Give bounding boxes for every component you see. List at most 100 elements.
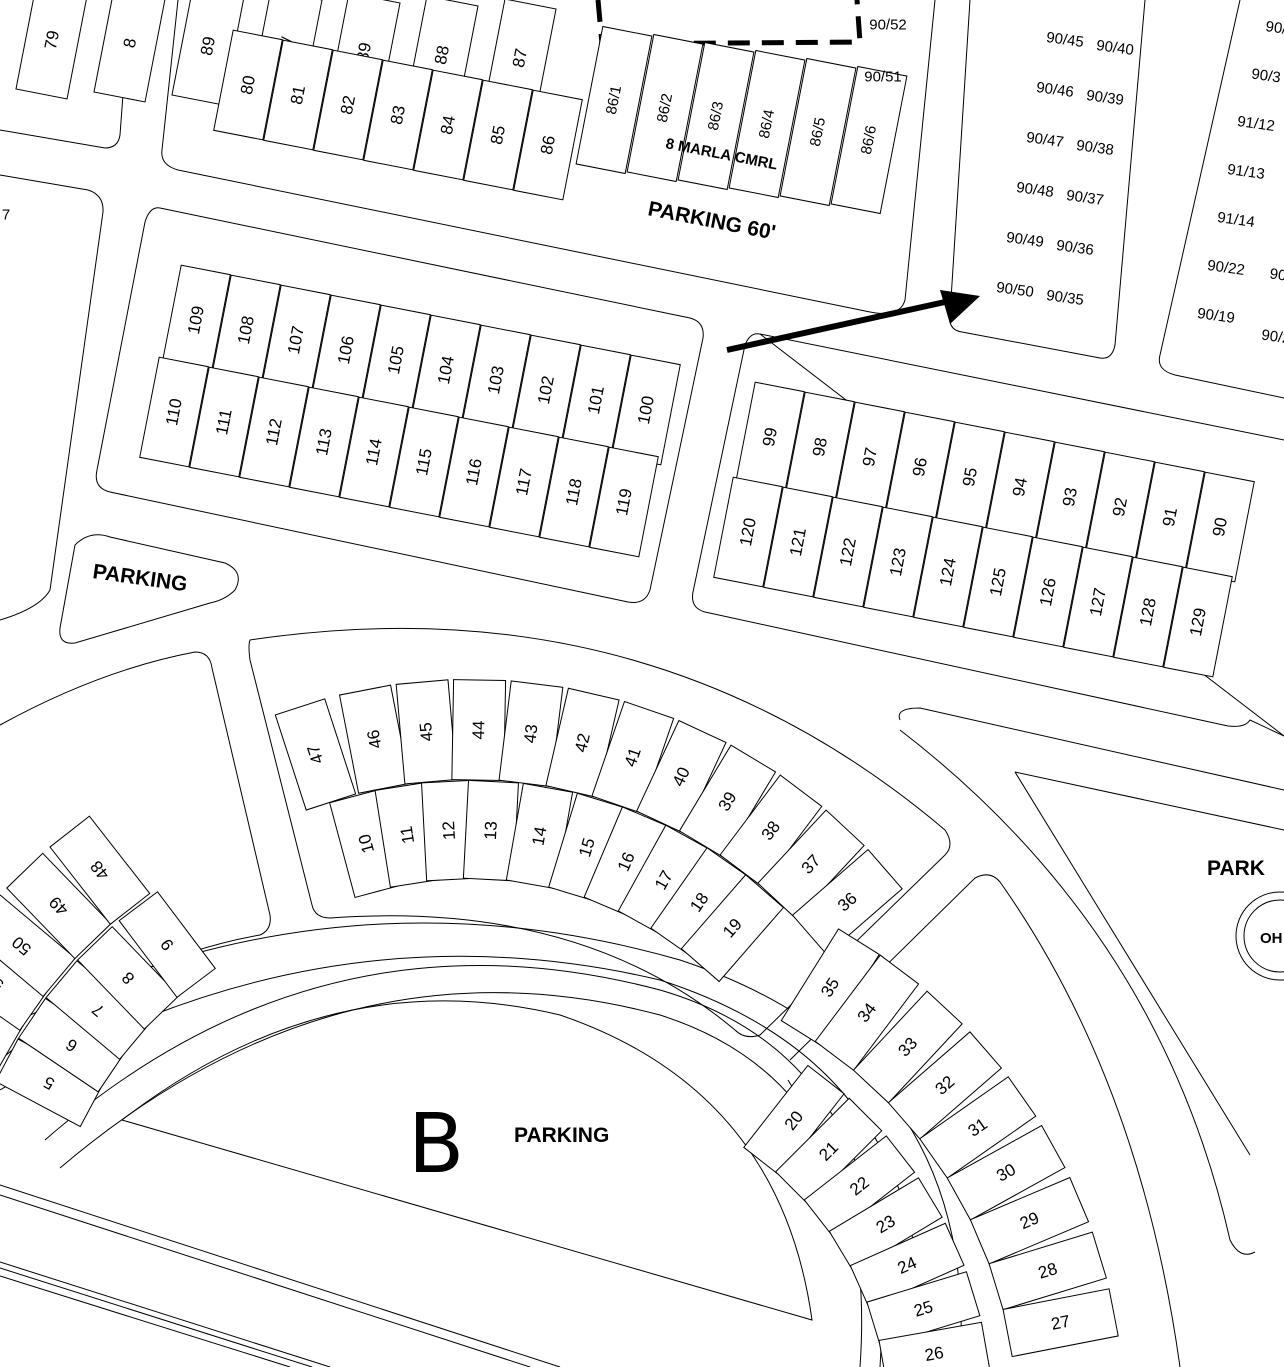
plot-number: 82 <box>337 94 359 116</box>
plot: 29 <box>969 1176 1090 1265</box>
plot: 81 <box>263 39 333 151</box>
plot-outline <box>189 366 259 478</box>
highlighted-plot-outline <box>595 0 863 47</box>
plot-number: 90/47 <box>1025 129 1065 151</box>
plot-number: 96 <box>909 456 931 478</box>
plot-number: 90/39 <box>1085 87 1125 109</box>
plot-outline <box>1113 556 1183 668</box>
plot-number: 110 <box>162 397 186 427</box>
plot-outline <box>988 1231 1107 1311</box>
plot-number: 25 <box>912 1297 936 1321</box>
plot-number: 10 <box>355 832 378 855</box>
plot: 85 <box>463 79 533 191</box>
plot-outline <box>946 1124 1066 1221</box>
plot-outline <box>813 496 883 608</box>
plot-number: 84 <box>437 114 459 136</box>
plot-outline <box>913 516 983 628</box>
plot-number: 90/36 <box>1055 237 1095 259</box>
plot: 86/5 <box>779 57 857 207</box>
plot-number: 113 <box>312 427 336 457</box>
plot: 86/6 <box>830 65 908 215</box>
plot: 100 <box>611 354 681 466</box>
plot: 122 <box>813 496 883 608</box>
plot-outline <box>852 990 963 1104</box>
plot-outline <box>763 486 833 598</box>
plot-number: 90/51 <box>864 69 902 86</box>
plot-number: 111 <box>212 408 236 437</box>
plot-outline <box>863 506 933 618</box>
plot-number: 90/35 <box>1045 287 1085 309</box>
plot-outline <box>213 29 283 141</box>
plot: 33 <box>852 990 963 1104</box>
plot: 28 <box>988 1231 1107 1311</box>
plot-number: 119 <box>612 487 636 517</box>
plot: 110 <box>139 356 209 468</box>
plot-number: 86/4 <box>756 108 778 140</box>
plot: 49 <box>6 852 112 960</box>
plot-number: 90 <box>1209 516 1231 538</box>
plot: 108 <box>211 274 281 386</box>
plot-outline <box>413 69 483 181</box>
plot: 86/2 <box>626 33 704 183</box>
plot: 126 <box>1013 536 1083 648</box>
plot-number: 93 <box>1059 486 1081 508</box>
plot-outline <box>969 1176 1090 1265</box>
plot-number: 15 <box>575 836 599 860</box>
plot: 52 <box>0 973 26 1067</box>
plot-outline <box>1013 536 1083 648</box>
plot-number: 97 <box>859 446 881 468</box>
plot: 114 <box>339 396 409 508</box>
plot-number: 81 <box>287 84 309 106</box>
plot: 31 <box>919 1076 1037 1179</box>
plot: 86 <box>513 89 583 201</box>
plot: 44 <box>451 679 507 782</box>
plot-outline <box>539 436 609 548</box>
plot-number: 86/1 <box>603 84 625 116</box>
plot: 129 <box>1163 566 1233 678</box>
plot-outline <box>1063 546 1133 658</box>
plot: 48 <box>49 815 151 925</box>
plot-number: 85 <box>487 124 509 146</box>
parking-b-label: PARKING <box>514 1124 609 1147</box>
plot-number: 90/40 <box>1095 37 1135 59</box>
plot-outline <box>513 89 583 201</box>
plot: 124 <box>913 516 983 628</box>
plot-number: 90/3 <box>1250 66 1281 87</box>
plot-outline <box>963 526 1033 638</box>
plot-outline <box>919 1076 1037 1179</box>
parking-right-label: PARK <box>1207 857 1265 880</box>
plot-number: 112 <box>262 417 286 447</box>
plot: 102 <box>511 334 581 446</box>
plot: 24 <box>849 1222 965 1309</box>
plot: 30 <box>946 1124 1066 1221</box>
plot: 101 <box>561 344 631 456</box>
plot: 125 <box>963 526 1033 638</box>
plot: 96 <box>885 411 955 523</box>
plot-number: 43 <box>520 723 541 744</box>
plot: 105 <box>361 304 431 416</box>
plot-outline <box>887 1031 1003 1140</box>
plot-number: 90/2 <box>1260 327 1284 348</box>
plot-number: 115 <box>412 447 436 477</box>
plot-outline <box>263 39 333 151</box>
plot-outline <box>878 1321 991 1367</box>
plot: 103 <box>461 324 531 436</box>
plot-number: 117 <box>512 467 536 497</box>
plot-number: 12 <box>439 821 459 841</box>
plot-number: 28 <box>1036 1259 1060 1283</box>
plot: 39 <box>678 744 777 859</box>
plot-number: 114 <box>362 437 386 467</box>
plot-number: 90/38 <box>1075 137 1115 159</box>
plot: 120 <box>713 476 783 588</box>
plot-number: 118 <box>562 477 586 507</box>
plot: 80 <box>213 29 283 141</box>
plot-outline <box>791 848 903 956</box>
plot-outline <box>677 41 755 191</box>
plot-outline <box>713 476 783 588</box>
plot-number: 90/45 <box>1045 29 1085 51</box>
plot: 107 <box>261 284 331 396</box>
plot-number: 90 <box>1269 265 1284 284</box>
plot-number: 27 <box>1050 1312 1072 1334</box>
plot: 34 <box>814 954 920 1071</box>
